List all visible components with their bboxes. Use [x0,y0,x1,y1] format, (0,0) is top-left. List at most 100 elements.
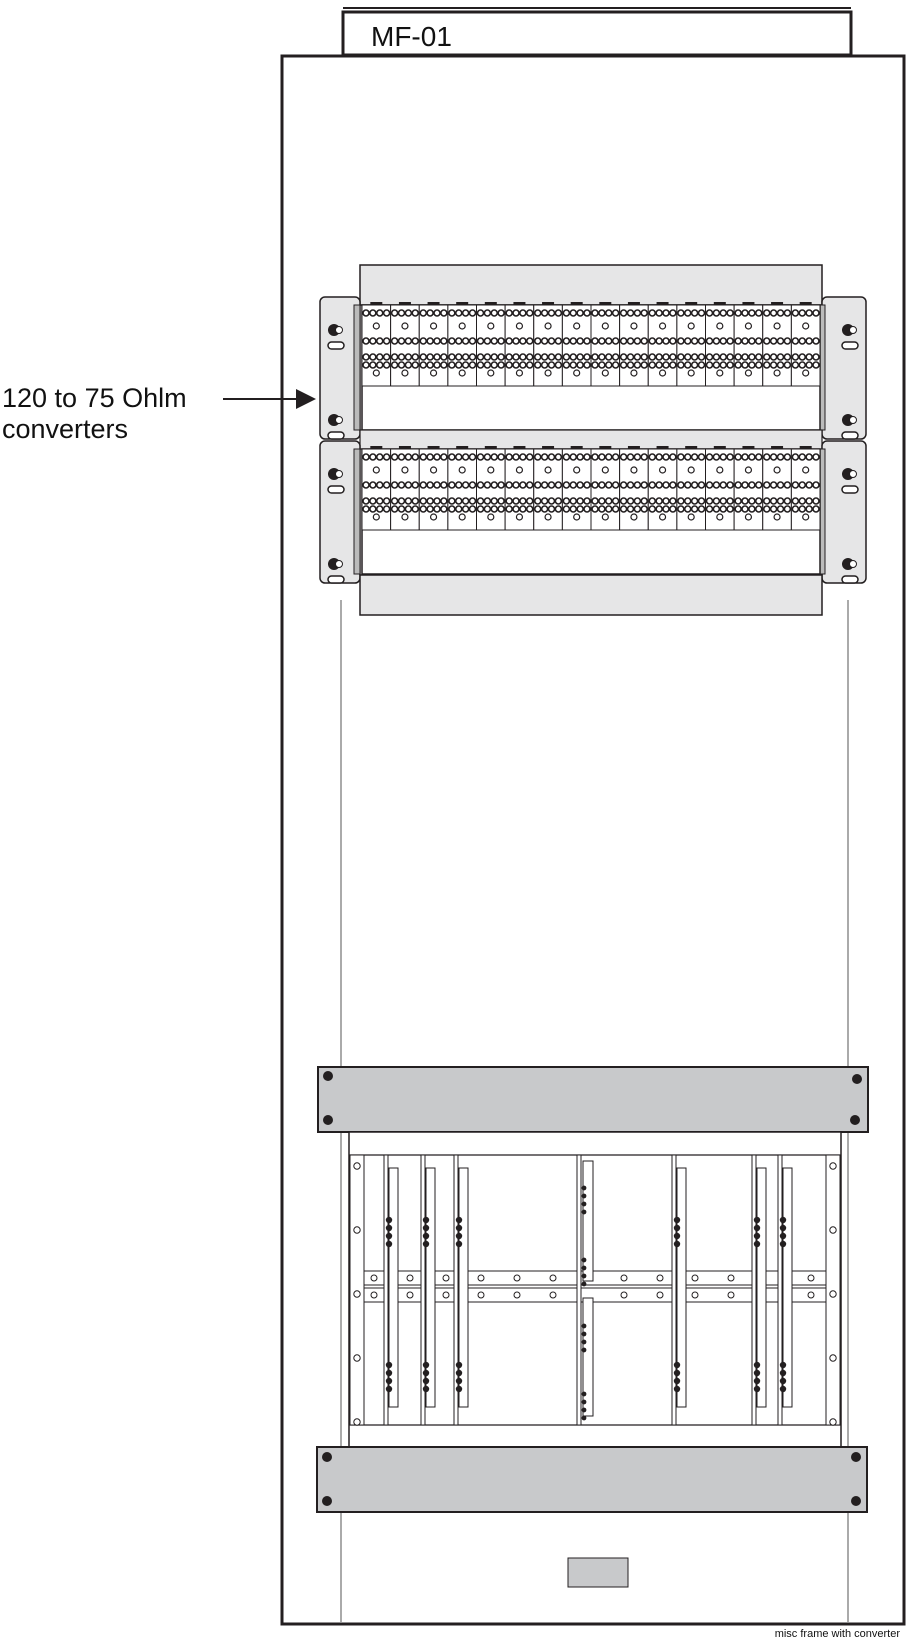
hole-icon [477,1291,485,1299]
plug-in-card [383,1154,399,1426]
converter-module [590,302,621,387]
hole-icon [829,1354,837,1362]
converter-module [418,446,449,531]
mounting-bracket-right [821,296,867,440]
arrow-right-icon [296,389,316,409]
hole-icon [442,1291,450,1299]
top-cover [359,264,823,306]
nameplate [567,1557,629,1588]
figure-caption: misc frame with converter [775,1628,901,1640]
converter-module [561,446,592,531]
converter-module [533,302,563,387]
slot-icon [327,575,345,584]
hole-icon [807,1291,815,1299]
converter-module [361,302,392,387]
converter-module [762,302,792,387]
converter-module [561,302,592,387]
plug-in-card-split [576,1154,594,1426]
slot-icon [327,341,345,350]
hole-icon [829,1162,837,1170]
hole-icon [829,1290,837,1298]
converter-module [361,446,392,531]
converter-module [590,446,621,531]
converter-module [705,446,735,531]
hole-icon [807,1274,815,1282]
side-rail-right [825,1154,841,1426]
converter-module [476,302,506,387]
callout-line2: converters [2,414,128,444]
frame-label-box: MF-01 [341,7,853,57]
hole-icon [406,1291,414,1299]
side-rail-left [349,1154,365,1426]
hole-icon [442,1274,450,1282]
callout-line1: 120 to 75 Ohlm [2,383,187,413]
converter-module [790,446,821,531]
hole-icon [353,1162,361,1170]
converter-module [733,446,764,531]
mounting-bracket-right [821,440,867,584]
slot-icon [841,485,859,494]
plug-in-card [453,1154,469,1426]
converter-module [390,446,420,531]
converter-module [447,302,477,387]
converter-module [447,446,477,531]
hole-icon [353,1354,361,1362]
hole-icon [549,1274,557,1282]
converter-callout: 120 to 75 Ohlm converters [2,383,316,444]
converter-module [647,446,678,531]
hole-icon [620,1274,628,1282]
mounting-bracket-left [319,440,361,584]
converter-module [790,302,821,387]
converter-module [504,446,535,531]
hole-icon [829,1418,837,1426]
plug-in-card [671,1154,687,1426]
plug-in-card [420,1154,436,1426]
converter-module [762,446,792,531]
hole-icon [620,1291,628,1299]
converter-module [418,302,449,387]
hole-icon [370,1291,378,1299]
blank-panel-top [317,1066,869,1133]
hole-icon [829,1226,837,1234]
hole-icon [727,1291,735,1299]
converter-module [733,302,764,387]
plug-in-card [777,1154,793,1426]
hole-icon [406,1274,414,1282]
slot-icon [327,431,345,440]
hole-icon [513,1291,521,1299]
horizontal-rail [363,1287,827,1303]
slot-icon [841,431,859,440]
converter-module [619,446,649,531]
hole-icon [549,1291,557,1299]
converter-panel [319,440,867,584]
frame-label: MF-01 [371,21,452,52]
hole-icon [477,1274,485,1282]
converter-module [533,446,563,531]
hole-icon [353,1418,361,1426]
converter-module [647,302,678,387]
hole-icon [370,1274,378,1282]
hole-icon [353,1226,361,1234]
mounting-bracket-left [319,296,361,440]
slot-icon [841,341,859,350]
bottom-cover [359,574,823,616]
slot-icon [327,485,345,494]
hole-icon [353,1290,361,1298]
hole-icon [691,1291,699,1299]
card-cage [348,1131,842,1448]
converter-module [476,446,506,531]
hole-icon [691,1274,699,1282]
plug-in-card [751,1154,767,1426]
slot-icon [841,575,859,584]
converter-panel [319,296,867,450]
hole-icon [656,1274,664,1282]
converter-module [619,302,649,387]
converter-shelf [319,264,867,616]
blank-panel-bottom [316,1446,868,1513]
converter-module [676,446,706,531]
hole-icon [513,1274,521,1282]
hole-icon [656,1291,664,1299]
hole-icon [727,1274,735,1282]
converter-module [390,302,420,387]
